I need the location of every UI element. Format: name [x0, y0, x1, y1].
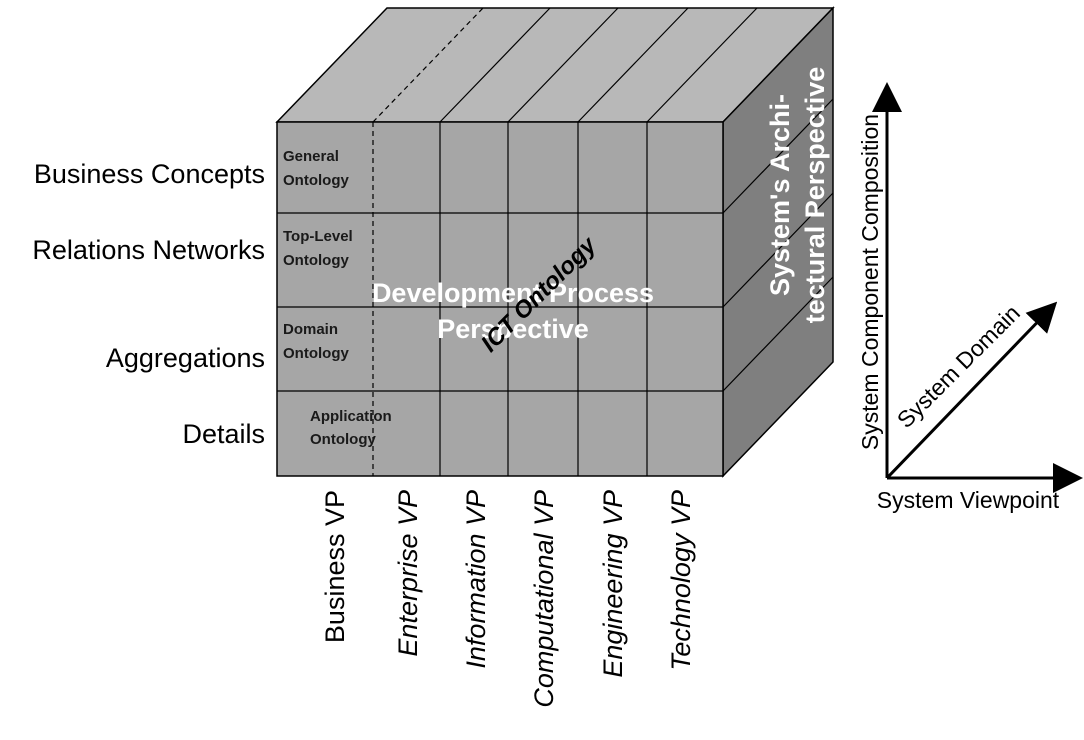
row-label-business-concepts: Business Concepts — [34, 159, 265, 189]
front-perspective-line2: Perspective — [437, 314, 589, 344]
vp-label-business: Business VP — [320, 490, 350, 643]
front-column-lines — [372, 122, 648, 476]
ontology-label-top-level-2: Ontology — [283, 252, 349, 269]
row-label-details: Details — [182, 419, 265, 449]
cube-front-face — [276, 121, 724, 477]
ontology-label-general-2: Ontology — [283, 172, 349, 189]
ontology-label-domain-2: Ontology — [283, 345, 349, 362]
ontology-label-domain: Domain — [283, 321, 338, 338]
axis-label-horizontal: System Viewpoint — [877, 487, 1060, 513]
vp-label-engineering: Engineering VP — [598, 490, 628, 678]
ontology-label-general: General — [283, 148, 339, 165]
side-perspective-line2: tectural Perspective — [800, 67, 830, 324]
ontology-label-application: Application — [310, 408, 392, 425]
axis-label-vertical: System Component Composition — [857, 114, 883, 450]
vp-label-information: Information VP — [461, 490, 491, 669]
side-perspective-line1: System's Archi- — [765, 94, 795, 296]
ontology-label-application-2: Ontology — [310, 431, 376, 448]
top-column-lines — [372, 7, 758, 123]
axis-label-diagonal: System Domain — [892, 300, 1025, 433]
axis-diagonal — [885, 301, 1058, 480]
front-perspective-line1: Development Process — [372, 278, 654, 308]
row-label-aggregations: Aggregations — [106, 343, 265, 373]
row-label-relations-networks: Relations Networks — [32, 235, 265, 265]
side-row-lines — [722, 98, 834, 392]
vp-label-technology: Technology VP — [666, 490, 696, 671]
front-row-lines — [277, 212, 723, 392]
ontology-label-top-level: Top-Level — [283, 228, 353, 245]
vp-label-enterprise: Enterprise VP — [393, 490, 423, 657]
vp-label-computational: Computational VP — [529, 490, 559, 708]
